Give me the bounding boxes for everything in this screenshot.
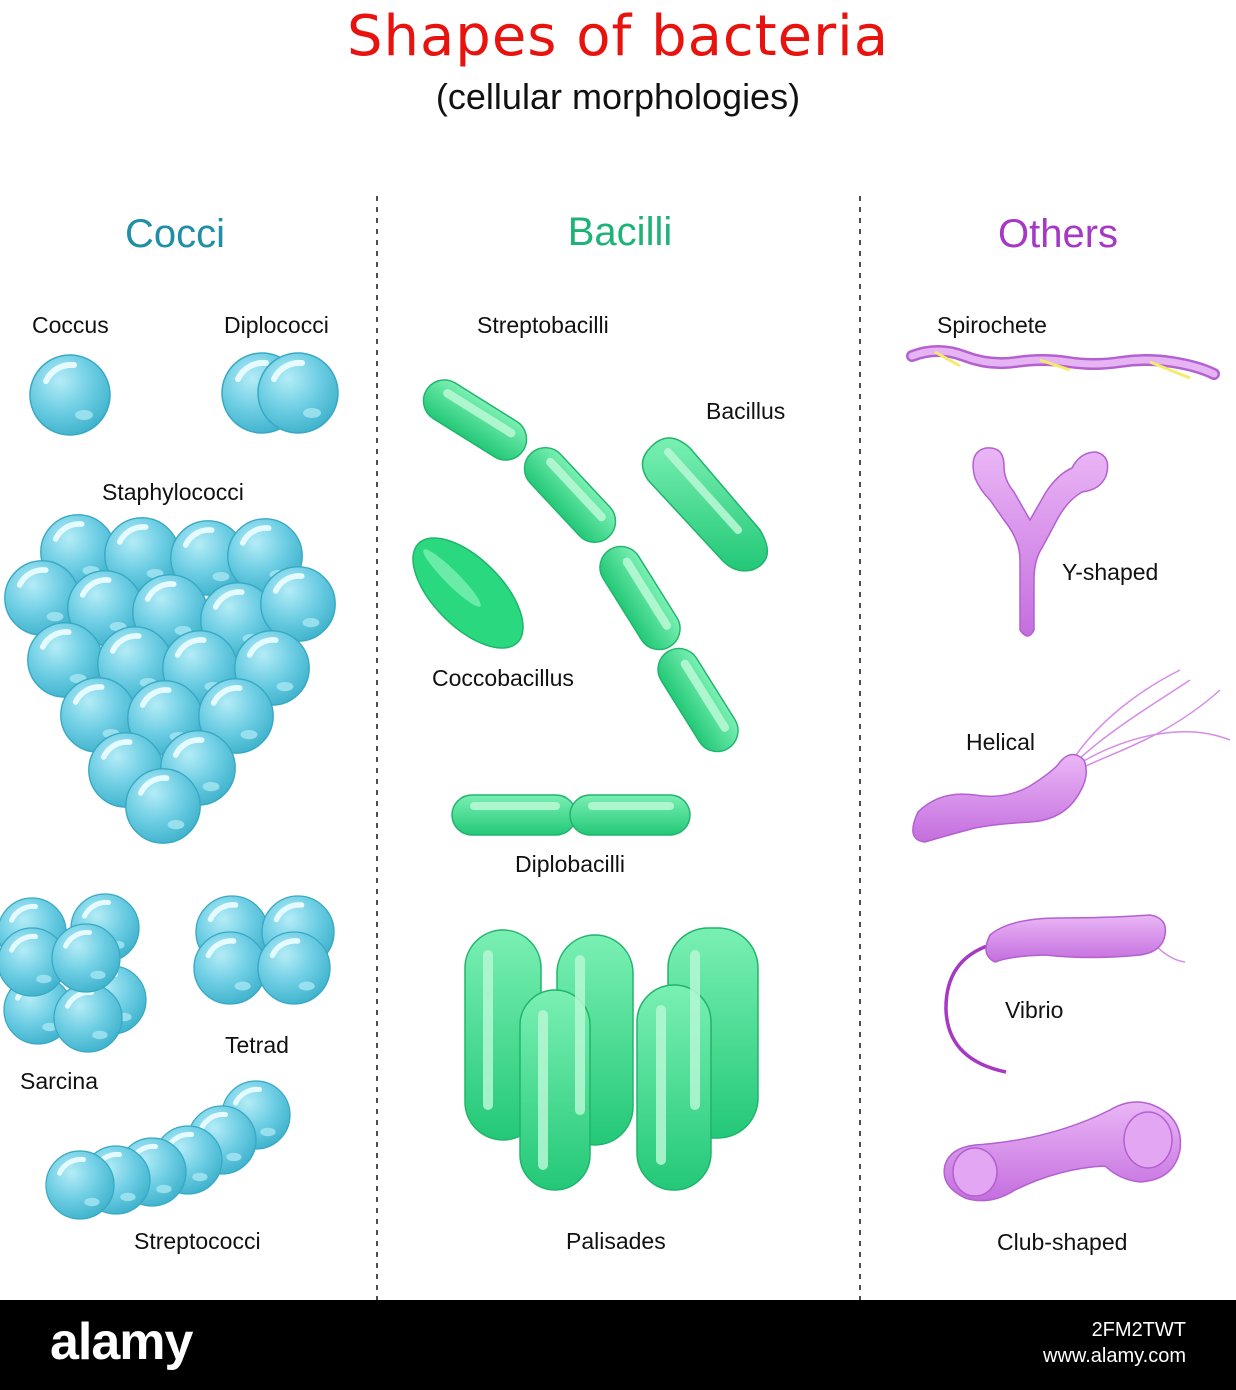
label-spirochete: Spirochete: [937, 312, 1047, 338]
spirochete-shape: [906, 345, 1220, 380]
label-sarcina: Sarcina: [20, 1068, 98, 1094]
image-id: 2FM2TWT: [1091, 1319, 1186, 1341]
alamy-logo: alamy: [50, 1313, 193, 1371]
label-club-shaped: Club-shaped: [997, 1229, 1128, 1255]
watermark-footer: alamy 2FM2TWT www.alamy.com: [0, 1300, 1236, 1390]
label-diplobacilli: Diplobacilli: [515, 851, 625, 877]
staphylococci-shape: [5, 515, 335, 843]
label-helical: Helical: [966, 729, 1036, 755]
others-heading: Others: [997, 212, 1119, 256]
site-url: www.alamy.com: [1043, 1345, 1186, 1367]
diagram-title: Shapes of bacteria: [346, 4, 890, 69]
streptococci-shape: [46, 1081, 290, 1219]
bacteria-illustration: [0, 196, 1231, 1300]
label-streptococci: Streptococci: [134, 1228, 261, 1254]
label-bacillus: Bacillus: [706, 398, 786, 424]
label-diplococci: Diplococci: [224, 312, 329, 338]
y-shaped-shape: [972, 447, 1109, 637]
label-staphylococci: Staphylococci: [102, 479, 244, 505]
palisades-shape: [464, 927, 759, 1191]
diagram-subtitle: (cellular morphologies): [435, 76, 801, 117]
bacilli-heading: Bacilli: [567, 210, 673, 254]
diplococci-shape: [222, 353, 338, 433]
label-streptobacilli: Streptobacilli: [477, 312, 609, 338]
label-y-shaped: Y-shaped: [1062, 559, 1159, 585]
label-vibrio: Vibrio: [1005, 997, 1064, 1023]
helical-shape: [912, 669, 1231, 843]
diplobacilli-shape: [451, 794, 691, 836]
label-tetrad: Tetrad: [225, 1032, 289, 1058]
bacillus-shape: [641, 437, 769, 572]
tetrad-shape: [194, 896, 334, 1004]
vibrio-shape: [944, 914, 1186, 1074]
label-coccobacillus: Coccobacillus: [432, 665, 574, 691]
club-shaped-shape: [943, 1101, 1182, 1202]
label-coccus: Coccus: [32, 312, 109, 338]
sarcina-shape: [0, 894, 146, 1052]
coccus-shape: [30, 355, 110, 435]
label-palisades: Palisades: [566, 1228, 666, 1254]
coccobacillus-shape: [412, 537, 524, 649]
footer-credit: 2FM2TWT www.alamy.com: [1043, 1317, 1186, 1369]
cocci-heading: Cocci: [124, 212, 226, 256]
